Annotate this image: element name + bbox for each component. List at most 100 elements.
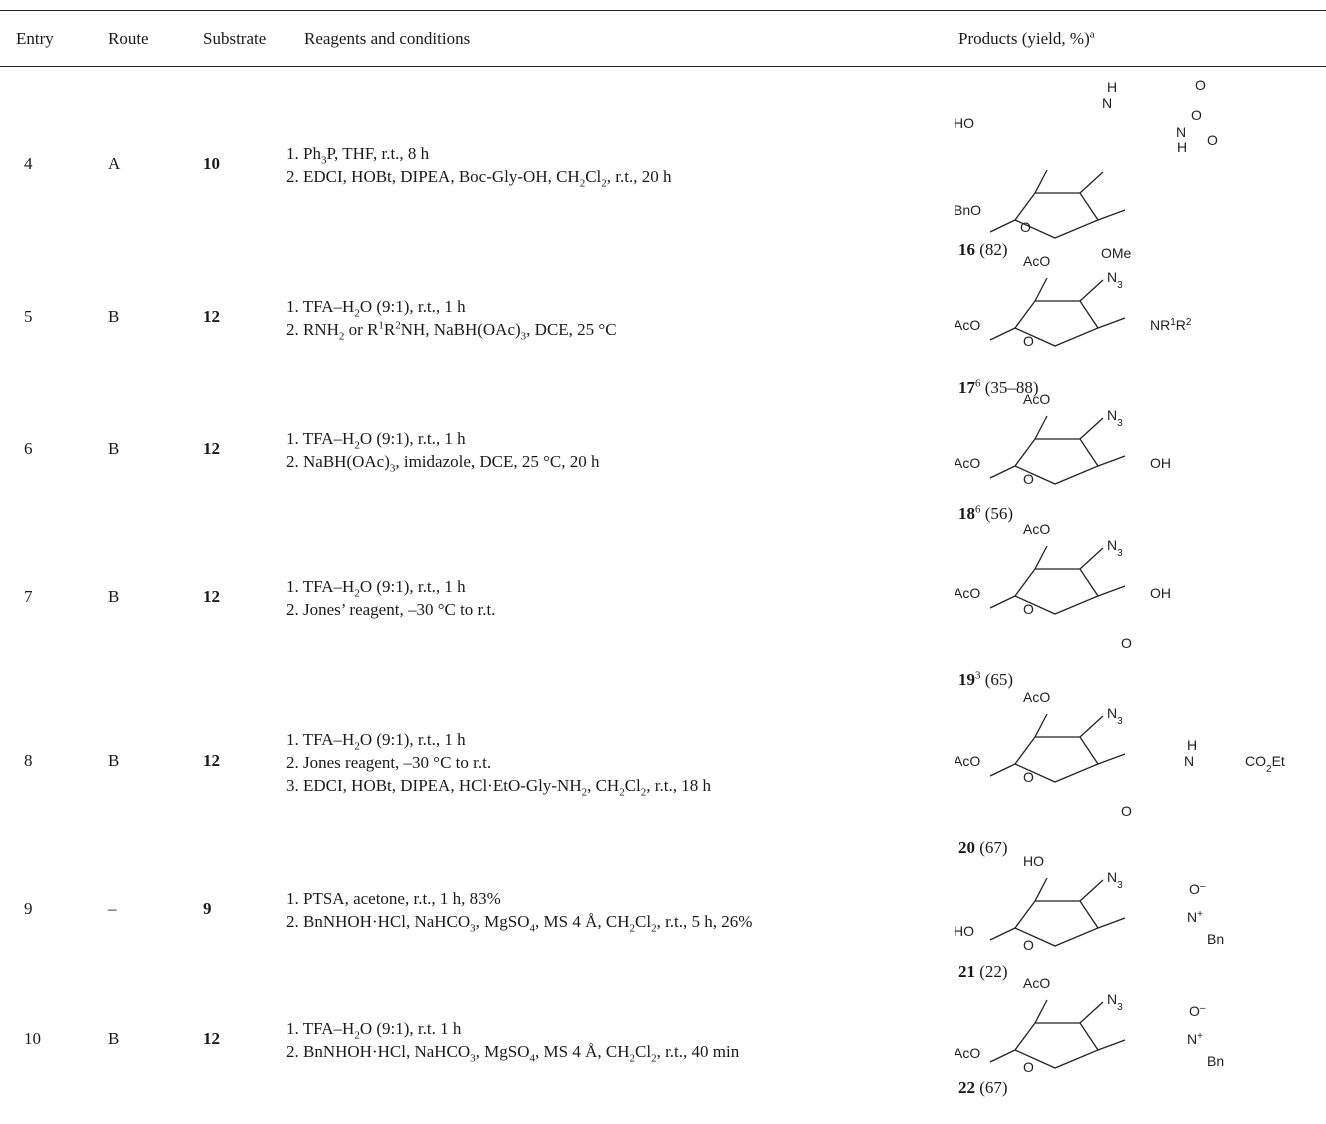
product-label: 16 (82)	[958, 240, 1008, 259]
table-cell-entry: 10	[24, 1029, 41, 1048]
condition-step: 3. EDCI, HOBt, DIPEA, HCl·EtO-Gly-NH2, C…	[286, 775, 711, 798]
header-route: Route	[108, 29, 149, 48]
structure-atom-label: O	[1023, 333, 1034, 349]
structure-atom-label: HO	[1023, 853, 1044, 869]
table-cell-substrate: 9	[203, 899, 212, 918]
product-label: 193 (65)	[958, 669, 1014, 689]
condition-step: 2. NaBH(OAc)3, imidazole, DCE, 25 °C, 20…	[286, 452, 600, 475]
structure-atom-label: AcO	[1023, 689, 1050, 705]
structure-atom-label: N	[1176, 124, 1186, 140]
top-rule	[0, 10, 1326, 11]
structure-atom-label: AcO	[955, 1045, 980, 1061]
structure-atom-label: AcO	[955, 455, 980, 471]
structure-atom-label: O	[1207, 132, 1218, 148]
structure-atom-label: AcO	[955, 585, 980, 601]
table-cell-substrate: 12	[203, 751, 220, 770]
structure-atom-label: N3	[1107, 991, 1123, 1013]
structure-atom-label: AcO	[1023, 253, 1050, 269]
structure-atom-label: O–	[1189, 881, 1206, 898]
product-label: 22 (67)	[958, 1078, 1008, 1097]
structure-atom-label: N3	[1107, 869, 1123, 891]
table-cell-entry: 9	[24, 899, 33, 918]
product-label: 186 (56)	[958, 503, 1014, 523]
structure-atom-label: OH	[1150, 455, 1171, 471]
structure-atom-label: N+	[1187, 909, 1203, 926]
structure-atom-label: H	[1177, 139, 1187, 155]
product-label: 176 (35–88)	[958, 377, 1039, 397]
header-entry: Entry	[16, 29, 54, 48]
header-conditions: Reagents and conditions	[304, 29, 471, 48]
structure-atom-label: AcO	[955, 317, 980, 333]
header-rule	[0, 66, 1326, 67]
structure-atom-label: O	[1023, 937, 1034, 953]
condition-step: 2. BnNHOH·HCl, NaHCO3, MgSO4, MS 4 Å, CH…	[286, 1042, 740, 1065]
table-cell-entry: 8	[24, 751, 33, 770]
structure-atom-label: N+	[1187, 1031, 1203, 1048]
structure-atom-label: OMe	[1101, 245, 1132, 261]
structure-atom-label: HO	[955, 115, 974, 131]
structure-atom-label: H	[1187, 737, 1197, 753]
structure-atom-label: N	[1184, 753, 1194, 769]
structure-atom-label: AcO	[1023, 521, 1050, 537]
table-cell-route: B	[108, 307, 120, 326]
structure-atom-label: AcO	[1023, 975, 1050, 991]
structure-atom-label: CO2Et	[1245, 753, 1285, 775]
table-cell-entry: 6	[24, 439, 33, 458]
structure-atom-label: OH	[1150, 585, 1171, 601]
structure-atom-label: AcO	[955, 753, 980, 769]
structure-atom-label: O	[1023, 601, 1034, 617]
product-label: 20 (67)	[958, 838, 1008, 857]
table-cell-entry: 7	[24, 587, 33, 606]
structure-atom-label: O	[1121, 635, 1132, 651]
structure-atom-label: O–	[1189, 1003, 1206, 1020]
condition-step: 1. TFA–H2O (9:1), r.t., 1 h	[286, 429, 466, 452]
structure-atom-label: N	[1102, 95, 1112, 111]
structure-atom-label: O	[1195, 80, 1206, 93]
structure-atom-label: Bn	[1207, 1053, 1224, 1069]
header-substrate: Substrate	[203, 29, 267, 48]
structure-atom-label: N3	[1107, 407, 1123, 429]
structure-atom-label: O	[1023, 471, 1034, 487]
structure-atom-label: O	[1191, 107, 1202, 123]
condition-step: 1. TFA–H2O (9:1), r.t., 1 h	[286, 729, 466, 752]
header-products: Products (yield, %)a	[958, 28, 1095, 48]
structure-atom-label: AcO	[1023, 391, 1050, 407]
product-label: 21 (22)	[958, 962, 1008, 981]
condition-step: 1. TFA–H2O (9:1), r.t., 1 h	[286, 297, 466, 320]
table-cell-substrate: 12	[203, 439, 220, 458]
table-cell-entry: 5	[24, 307, 33, 326]
table-cell-route: B	[108, 1029, 120, 1048]
table-cell-entry: 4	[24, 154, 33, 173]
condition-step: 2. Jones’ reagent, –30 °C to r.t.	[286, 600, 496, 619]
table-cell-conditions: 1. PTSA, acetone, r.t., 1 h, 83%2. BnNHO…	[286, 887, 752, 934]
table-cell-route: B	[108, 751, 120, 770]
condition-step: 1. Ph3P, THF, r.t., 8 h	[286, 144, 430, 167]
structure-atom-label: N3	[1107, 537, 1123, 559]
table-cell-substrate: 12	[203, 307, 220, 326]
structure-atom-label: Bn	[1207, 931, 1224, 947]
structure-atom-label: N3	[1107, 269, 1123, 291]
structure-atom-label: H	[1107, 80, 1117, 95]
table-cell-route: A	[108, 154, 121, 173]
condition-step: 2. EDCI, HOBt, DIPEA, Boc-Gly-OH, CH2Cl2…	[286, 167, 672, 190]
structure-atom-label: O	[1020, 219, 1031, 235]
structure-atom-label: O	[1121, 803, 1132, 819]
table-cell-substrate: 12	[203, 1029, 220, 1048]
table-cell-substrate: 12	[203, 587, 220, 606]
condition-step: 1. TFA–H2O (9:1), r.t. 1 h	[286, 1019, 462, 1042]
structure-atom-label: N3	[1107, 705, 1123, 727]
structure-atom-label: NR1R2	[1150, 317, 1192, 334]
